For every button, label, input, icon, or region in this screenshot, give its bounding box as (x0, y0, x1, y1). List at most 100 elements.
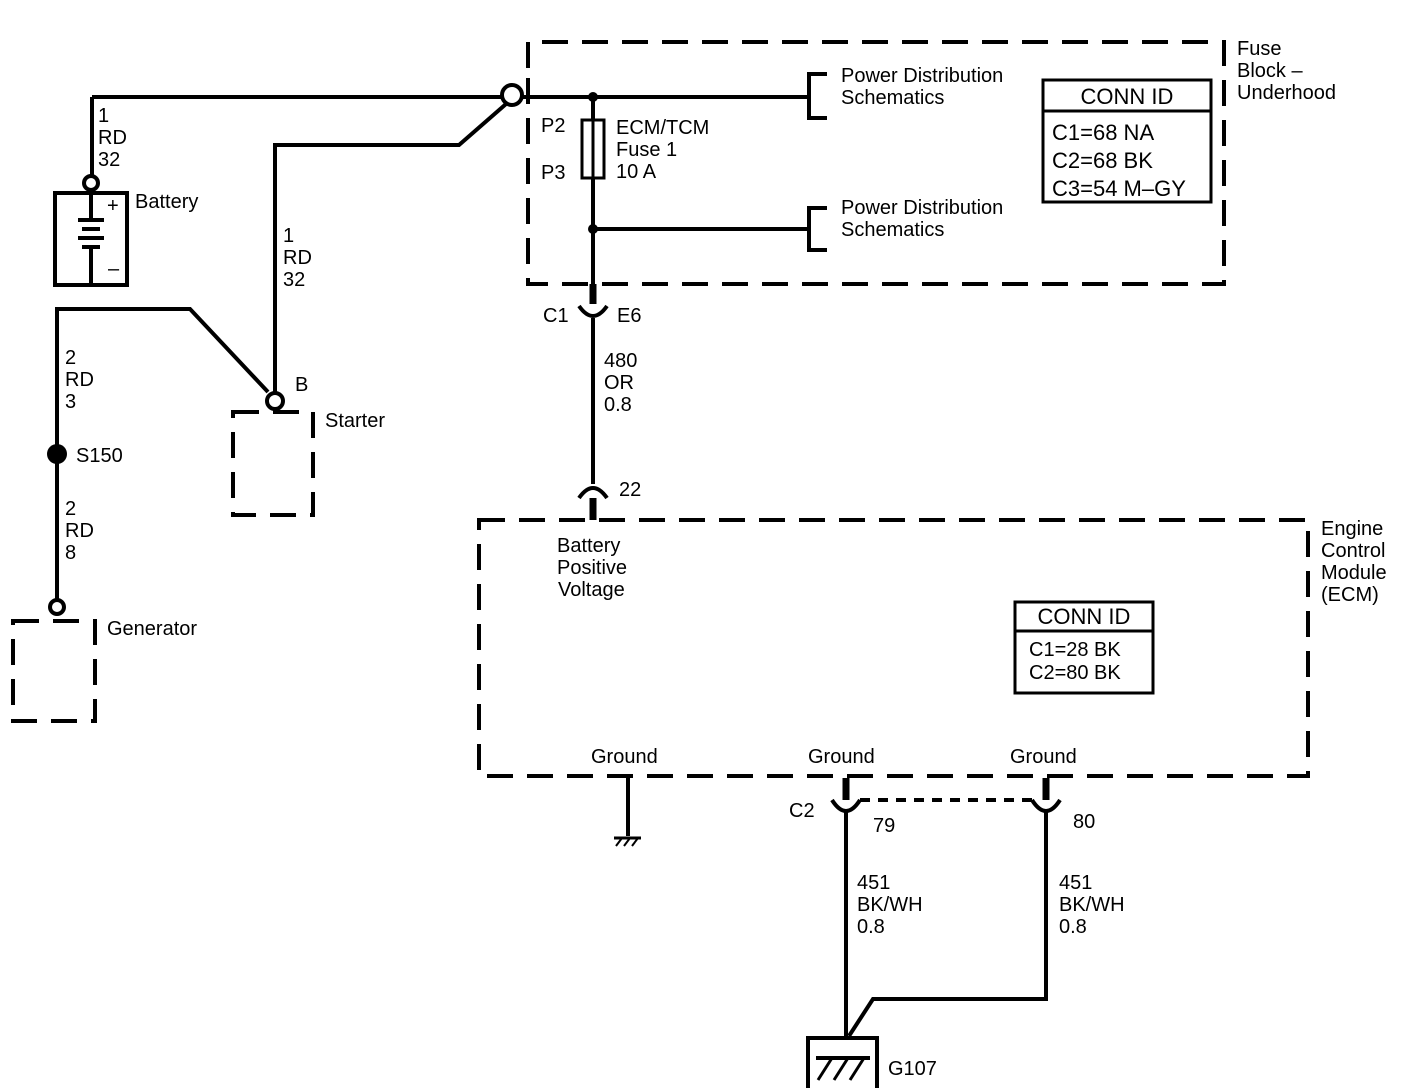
conn-id-row: C2=80 BK (1029, 662, 1121, 684)
generator-terminal (48, 598, 66, 616)
connector-c2-label: C2 (789, 800, 815, 822)
wire-480-line-1: 480 (604, 350, 637, 372)
generator-wire-lower-line-2: RD (65, 520, 94, 542)
starter-component (231, 410, 315, 517)
power-dist-bottom-line-2: Schematics (841, 219, 944, 241)
battery: + – Battery (53, 174, 198, 287)
ground-label: Ground (808, 746, 875, 768)
pin-p2-label: P2 (541, 115, 565, 137)
power-dist-bracket-top (807, 72, 827, 120)
battery-wire-line-3: 32 (98, 149, 120, 171)
connector-c1-pin-label: E6 (617, 305, 641, 327)
ground-icon (848, 1057, 866, 1081)
ecm-title-line-3: Module (1321, 562, 1387, 584)
connector-c2-pin-a-label: 79 (873, 815, 895, 837)
starter-label: Starter (325, 410, 385, 432)
connector-c2: C2 79 80 451 BK/WH 0.8 451 BK/WH 0.8 (789, 778, 1125, 1038)
junction-dot (588, 224, 598, 234)
wire-451-a-line-1: 451 (857, 872, 890, 894)
fuse-block-conn-id-table: CONN ID C1=68 NA C2=68 BK C3=54 M–GY (1041, 78, 1213, 204)
ground-point-g107: G107 (806, 1036, 937, 1088)
fuse-block-title-line-2: Block – (1237, 60, 1303, 82)
starter-wire-line-1: 1 (283, 225, 294, 247)
power-dist-top-line-1: Power Distribution (841, 65, 1003, 87)
wire-451-b-line-3: 0.8 (1059, 916, 1087, 938)
starter-wire-line-2: RD (283, 247, 312, 269)
connector-c1-label: C1 (543, 305, 569, 327)
starter-feed-wire (273, 102, 508, 393)
conn-id-frame (1041, 78, 1213, 204)
connector-c1-socket (577, 304, 609, 318)
wire-451-b-line-1: 451 (1059, 872, 1092, 894)
chassis-ground-icon (631, 837, 639, 847)
battery-label: Battery (135, 191, 198, 213)
ground-point-box (806, 1036, 879, 1088)
generator-wire-upper-line-2: RD (65, 369, 94, 391)
conn-id-row: C1=28 BK (1029, 639, 1121, 661)
generator-wire-lower-line-1: 2 (65, 498, 76, 520)
chassis-ground-icon (615, 837, 623, 847)
generator-label: Generator (107, 618, 197, 640)
fuse-block-boundary (526, 40, 1226, 286)
battery-plus-sign: + (107, 195, 119, 217)
ring-terminal (500, 83, 524, 107)
wire-480-line-3: 0.8 (604, 394, 632, 416)
conn-id-row: C1=68 NA (1052, 120, 1154, 145)
wire-480-line-2: OR (604, 372, 634, 394)
splice-label: S150 (76, 445, 123, 467)
ground-point-label: G107 (888, 1058, 937, 1080)
ecm-title-line-2: Control (1321, 540, 1385, 562)
starter-terminal-b (265, 391, 285, 411)
ecm-boundary (477, 518, 1310, 778)
ecm-conn-id-table: CONN ID C1=28 BK C2=80 BK (1013, 600, 1155, 695)
ground-label: Ground (591, 746, 658, 768)
ecm-input-label-line-1: Battery (557, 535, 620, 557)
splice-s150 (47, 444, 67, 464)
ecm-input-label-line-2: Positive (557, 557, 627, 579)
power-dist-bracket-bottom (807, 206, 827, 252)
conn-id-frame (1013, 600, 1155, 695)
generator-wire-upper-line-1: 2 (65, 347, 76, 369)
engine-control-module: Engine Control Module (ECM) Battery Posi… (477, 518, 1387, 778)
fuse-label-line-3: 10 A (616, 161, 657, 183)
ground-icon (816, 1057, 834, 1081)
battery-wire-line-1: 1 (98, 105, 109, 127)
wire-451-b (847, 812, 1048, 1038)
ecm-input-label-line-3: Voltage (558, 579, 625, 601)
chassis-ground-icon (623, 837, 631, 847)
generator-component (11, 619, 97, 723)
generator-circuit: 2 RD 3 S150 2 RD 8 Generator (11, 307, 270, 723)
ecm-title-line-1: Engine (1321, 518, 1383, 540)
battery-terminal (82, 174, 100, 192)
battery-feed: 1 RD 32 (90, 83, 593, 176)
fuse-block-underhood: Fuse Block – Underhood CONN ID C1=68 NA … (526, 38, 1336, 296)
wire-451-b-line-2: BK/WH (1059, 894, 1125, 916)
connector-c2-socket (830, 798, 862, 813)
ecm-input-pin-label: 22 (619, 479, 641, 501)
fuse-label-line-2: Fuse 1 (616, 139, 677, 161)
pin-p3-label: P3 (541, 162, 565, 184)
battery-wire-line-2: RD (98, 127, 127, 149)
conn-id-header: CONN ID (1038, 604, 1131, 629)
conn-id-header: CONN ID (1081, 84, 1174, 109)
ground-icon (832, 1057, 850, 1081)
ecm-title-line-4: (ECM) (1321, 584, 1379, 606)
power-dist-top-line-2: Schematics (841, 87, 944, 109)
connector-c2-pin-b-label: 80 (1073, 811, 1095, 833)
conn-id-row: C3=54 M–GY (1052, 176, 1186, 201)
fuse-block-title-line-1: Fuse (1237, 38, 1281, 60)
fuse-label-line-1: ECM/TCM (616, 117, 709, 139)
connector-c1: C1 E6 480 OR 0.8 22 (543, 284, 641, 520)
generator-wire-lower-line-3: 8 (65, 542, 76, 564)
connector-c2-socket (1030, 798, 1062, 813)
starter: 1 RD 32 B Starter (231, 102, 508, 517)
starter-wire-line-3: 32 (283, 269, 305, 291)
battery-minus-sign: – (108, 258, 120, 280)
ecm-input-socket (577, 486, 609, 500)
ground-label: Ground (1010, 746, 1077, 768)
fuse-block-title-line-3: Underhood (1237, 82, 1336, 104)
conn-id-row: C2=68 BK (1052, 148, 1153, 173)
wire-451-a-line-3: 0.8 (857, 916, 885, 938)
wire-451-a-line-2: BK/WH (857, 894, 923, 916)
